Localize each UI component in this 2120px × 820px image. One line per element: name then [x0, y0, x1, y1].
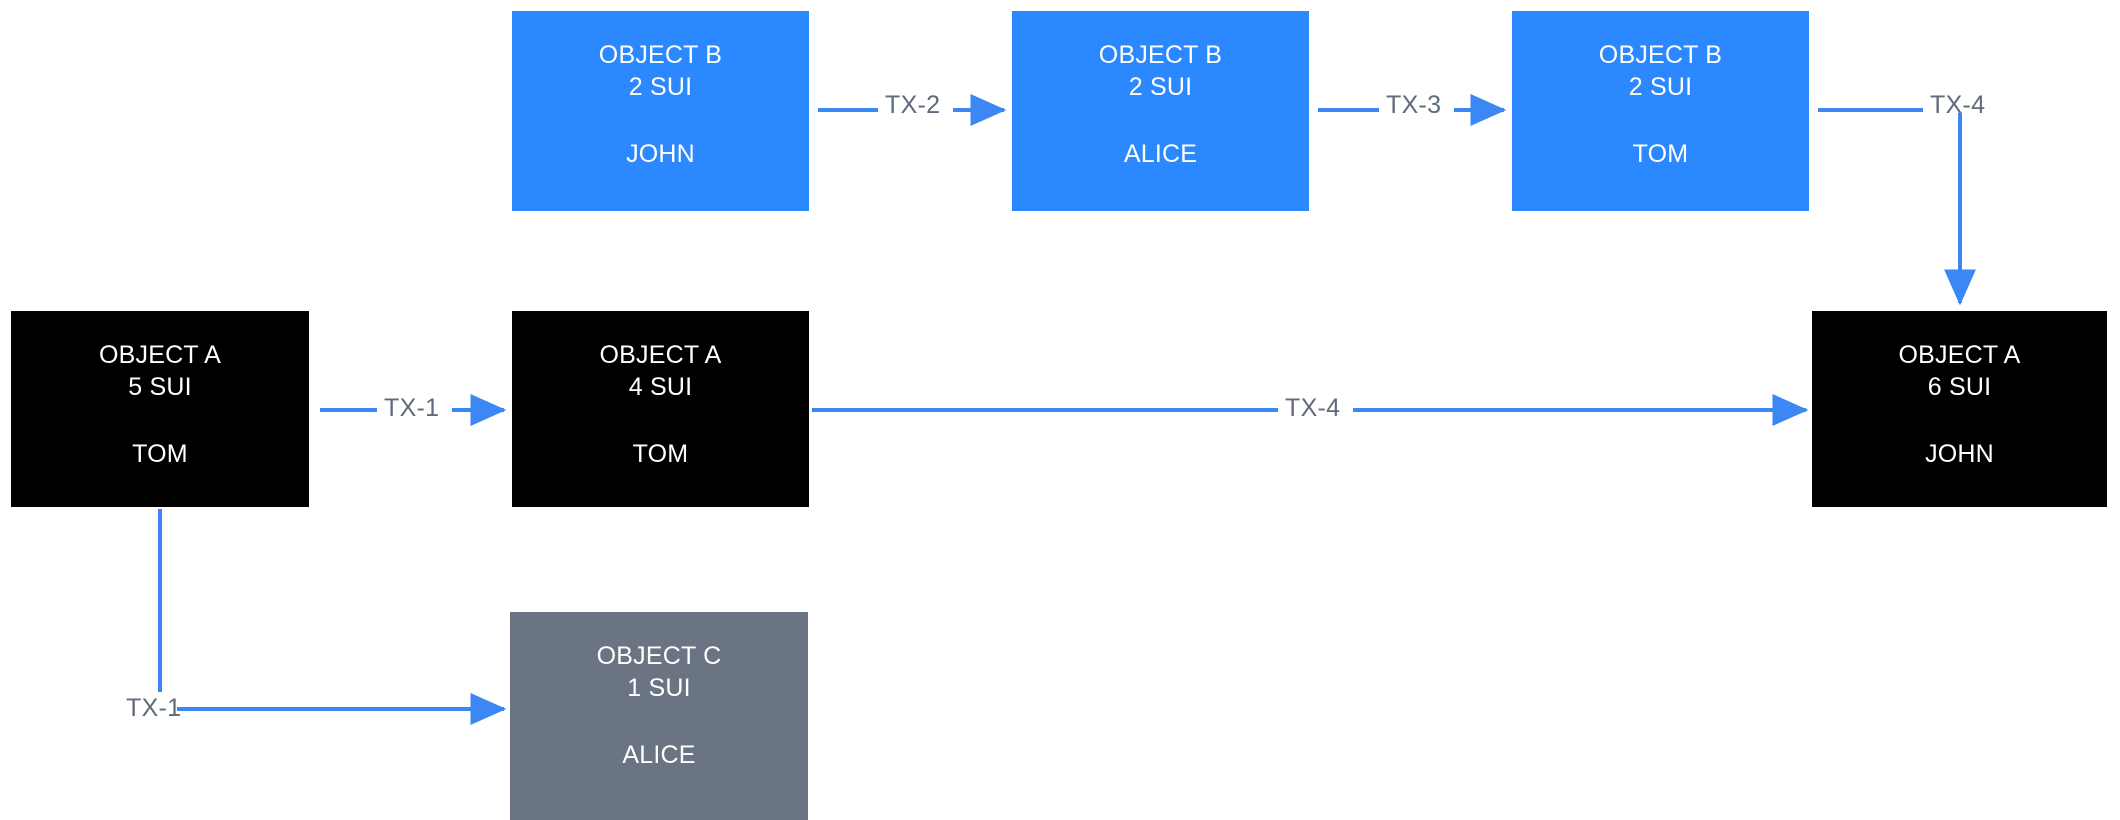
node-object-a-6sui-john[interactable]: OBJECT A 6 SUI JOHN: [1812, 311, 2107, 507]
node-amount-label: 6 SUI: [1927, 372, 1992, 401]
node-object-b-alice[interactable]: OBJECT B 2 SUI ALICE: [1012, 11, 1309, 211]
node-owner-label: TOM: [1632, 140, 1689, 168]
node-object-a-4sui-tom[interactable]: OBJECT A 4 SUI TOM: [512, 311, 809, 507]
node-object-label: OBJECT B: [1598, 41, 1723, 69]
node-object-c-alice[interactable]: OBJECT C 1 SUI ALICE: [510, 612, 808, 820]
node-object-label: OBJECT A: [599, 341, 722, 369]
edge-label-tx-4-object-a: TX-4: [1285, 394, 1341, 422]
edge-label-tx-4-object-b: TX-4: [1930, 91, 1986, 119]
node-object-b-john[interactable]: OBJECT B 2 SUI JOHN: [512, 11, 809, 211]
edge-label-tx-1-object-a: TX-1: [384, 394, 440, 422]
node-amount-label: 2 SUI: [628, 72, 693, 101]
node-object-label: OBJECT A: [98, 341, 221, 369]
node-amount-label: 2 SUI: [1128, 72, 1193, 101]
node-owner-label: TOM: [632, 440, 689, 468]
node-owner-label: TOM: [132, 440, 188, 468]
node-object-label: OBJECT B: [1098, 41, 1223, 69]
node-object-label: OBJECT B: [598, 41, 723, 69]
node-object-label: OBJECT A: [1898, 341, 2021, 369]
node-owner-label: ALICE: [622, 741, 696, 769]
edge-label-tx-2: TX-2: [885, 91, 941, 119]
node-owner-label: JOHN: [626, 140, 695, 168]
node-object-b-tom[interactable]: OBJECT B 2 SUI TOM: [1512, 11, 1809, 211]
node-object-a-5sui-tom[interactable]: OBJECT A 5 SUI TOM: [11, 311, 309, 507]
node-object-label: OBJECT C: [596, 642, 722, 670]
node-amount-label: 4 SUI: [628, 372, 693, 401]
node-owner-label: JOHN: [1925, 440, 1994, 468]
edge-label-tx-3: TX-3: [1386, 91, 1442, 119]
node-amount-label: 2 SUI: [1628, 72, 1693, 101]
node-amount-label: 1 SUI: [627, 673, 691, 702]
node-amount-label: 5 SUI: [128, 372, 192, 401]
edge-label-tx-1-object-c: TX-1: [126, 694, 182, 722]
node-owner-label: ALICE: [1123, 140, 1198, 168]
